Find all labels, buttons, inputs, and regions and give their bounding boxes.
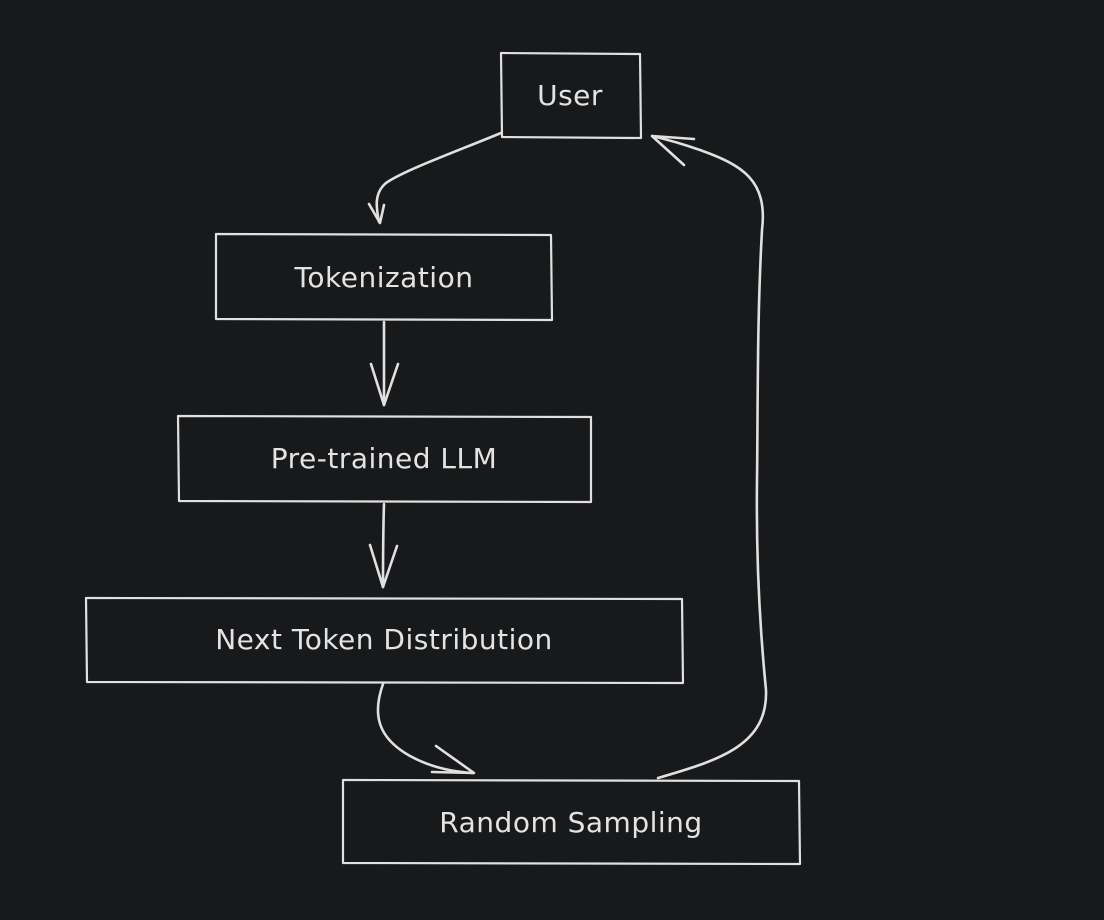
edge-llm-to-distribution-line [381,502,386,589]
node-user-box [499,51,643,140]
edge-tokenization-to-llm-arrowhead [369,362,400,407]
node-user[interactable]: User [499,51,643,140]
edge-distribution-to-sampling-arrowhead [430,744,476,775]
edge-tokenization-to-llm [369,320,400,407]
edge-user-to-tokenization-arrowhead [367,202,386,225]
edge-llm-to-distribution-arrowhead [368,543,399,589]
node-pretrained-llm[interactable]: Pre-trained LLM [176,414,593,504]
node-random-sampling-label: Random Sampling [439,806,702,839]
node-pretrained-llm-label: Pre-trained LLM [271,442,498,475]
edge-user-to-tokenization-line [375,131,503,224]
edge-distribution-to-sampling [376,682,476,775]
node-tokenization[interactable]: Tokenization [214,232,554,322]
node-tokenization-box [214,232,554,322]
edge-sampling-to-user-line [650,134,768,780]
edge-llm-to-distribution [368,502,399,589]
edge-sampling-to-user [650,134,768,780]
edge-user-to-tokenization [367,131,503,225]
edge-sampling-to-user-arrowhead [650,134,696,167]
node-next-token-distribution-box [84,596,685,685]
node-next-token-distribution-label: Next Token Distribution [215,623,553,656]
node-next-token-distribution[interactable]: Next Token Distribution [84,596,685,685]
node-random-sampling[interactable]: Random Sampling [341,778,802,866]
node-pretrained-llm-box [176,414,593,504]
node-user-label: User [537,79,603,112]
edge-distribution-to-sampling-line [376,682,475,775]
node-random-sampling-box [341,778,802,866]
node-tokenization-label: Tokenization [294,261,474,294]
